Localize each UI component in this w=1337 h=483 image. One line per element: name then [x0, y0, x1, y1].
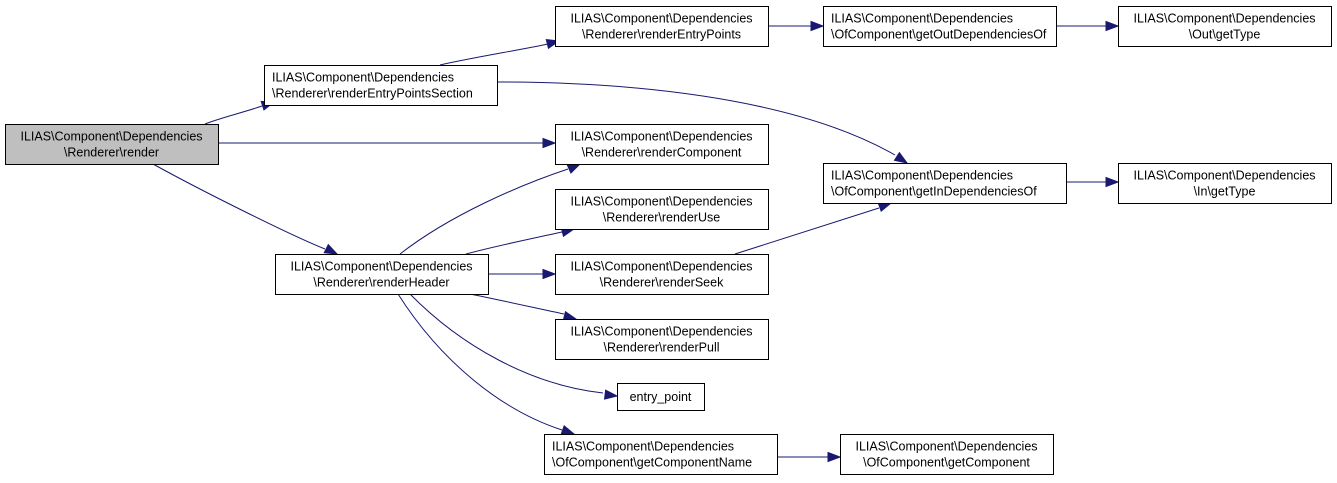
node-box[interactable] [555, 6, 769, 47]
node-label-line: \Renderer\renderComponent [582, 146, 742, 160]
node-label-line: ILIAS\Component\Dependencies [570, 12, 752, 26]
node-getComponent[interactable]: ILIAS\Component\Dependencies \OfComponent… [840, 434, 1054, 475]
node-box[interactable] [1118, 163, 1332, 204]
node-renderPull[interactable]: ILIAS\Component\Dependencies \Renderer\re… [555, 319, 769, 360]
node-renderSeek[interactable]: ILIAS\Component\Dependencies \Renderer\re… [555, 254, 769, 295]
edge-renderHeader-to-renderComponent [399, 163, 582, 255]
edge-line [397, 293, 563, 431]
node-label-line: \In\getType [1194, 185, 1256, 199]
edge-getOutDependenciesOf-to-outGetType [1056, 20, 1120, 32]
node-render[interactable]: ILIAS\Component\Dependencies \Renderer\re… [5, 124, 219, 165]
arrowhead-icon [542, 137, 557, 149]
node-box[interactable] [555, 254, 769, 295]
node-getComponentName[interactable]: ILIAS\Component\Dependencies \OfComponent… [544, 434, 778, 475]
edge-renderHeader-to-renderSeek [488, 268, 557, 280]
node-box[interactable] [5, 124, 219, 165]
node-label-line: \Renderer\renderEntryPoints [582, 28, 741, 42]
arrowhead-icon [893, 151, 909, 164]
nodes-layer: ILIAS\Component\Dependencies \Renderer\re… [5, 6, 1332, 475]
node-renderHeader[interactable]: ILIAS\Component\Dependencies \Renderer\re… [275, 254, 489, 295]
node-label-line: \OfComponent\getInDependenciesOf [831, 185, 1037, 199]
edge-line [152, 163, 326, 250]
edge-renderEntryPoints-to-getOutDependenciesOf [768, 20, 825, 32]
node-outGetType[interactable]: ILIAS\Component\Dependencies \Out\getType [1118, 6, 1332, 47]
edge-line [734, 207, 880, 255]
edge-renderHeader-to-renderUse [465, 226, 576, 255]
node-getOutDependenciesOf[interactable]: ILIAS\Component\Dependencies \OfComponent… [823, 6, 1057, 47]
node-box[interactable] [555, 124, 769, 165]
node-inGetType[interactable]: ILIAS\Component\Dependencies \In\getType [1118, 163, 1332, 204]
edge-line [399, 168, 569, 255]
node-renderUse[interactable]: ILIAS\Component\Dependencies \Renderer\re… [555, 189, 769, 230]
node-label-line: ILIAS\Component\Dependencies [855, 440, 1037, 454]
node-renderComponent[interactable]: ILIAS\Component\Dependencies \Renderer\re… [555, 124, 769, 165]
edge-render-to-renderComponent [218, 137, 557, 149]
edge-render-to-renderHeader [152, 163, 339, 255]
edge-renderHeader-to-getComponentName [397, 293, 576, 435]
node-label-line: \OfComponent\getComponent [863, 456, 1030, 470]
node-box[interactable] [617, 383, 705, 411]
node-label-line: ILIAS\Component\Dependencies [570, 195, 752, 209]
node-label-line: \OfComponent\getOutDependenciesOf [831, 28, 1047, 42]
edge-render-to-renderEntryPointsSection [204, 100, 276, 125]
node-box[interactable] [555, 319, 769, 360]
edge-line [409, 293, 604, 394]
edge-getComponentName-to-getComponent [777, 451, 842, 463]
node-label-line: ILIAS\Component\Dependencies [20, 130, 202, 144]
node-entry_point[interactable]: entry_point [617, 383, 705, 411]
arrowhead-icon [810, 20, 825, 32]
node-label-line: ILIAS\Component\Dependencies [290, 260, 472, 274]
node-box[interactable] [823, 163, 1067, 204]
arrowhead-icon [566, 163, 582, 174]
edge-renderHeader-to-entry_point [409, 293, 619, 400]
node-label-line: \Renderer\render [64, 146, 159, 160]
arrowhead-icon [323, 243, 339, 255]
edge-line [469, 293, 565, 315]
node-box[interactable] [555, 189, 769, 230]
node-label-line: ILIAS\Component\Dependencies [1133, 12, 1315, 26]
node-label-line: ILIAS\Component\Dependencies [1133, 169, 1315, 183]
node-label-line: ILIAS\Component\Dependencies [552, 440, 734, 454]
edge-line [465, 231, 563, 255]
arrowhead-icon [827, 451, 842, 463]
edge-renderEntryPointsSection-to-getInDependenciesOf [496, 81, 909, 164]
arrowhead-icon [542, 268, 557, 280]
edge-line [204, 105, 263, 125]
edge-line [439, 43, 549, 66]
node-label-line: \Renderer\renderSeek [600, 276, 724, 290]
node-renderEntryPoints[interactable]: ILIAS\Component\Dependencies \Renderer\re… [555, 6, 769, 47]
node-label-line: ILIAS\Component\Dependencies [570, 325, 752, 339]
node-label-line: ILIAS\Component\Dependencies [272, 71, 454, 85]
edges-layer [152, 20, 1120, 463]
node-label-line: \Renderer\renderPull [603, 341, 719, 355]
node-box[interactable] [1118, 6, 1332, 47]
node-box[interactable] [544, 434, 778, 475]
node-label-line: ILIAS\Component\Dependencies [831, 12, 1013, 26]
node-label-line: \OfComponent\getComponentName [552, 456, 752, 470]
node-renderEntryPointsSection[interactable]: ILIAS\Component\Dependencies \Renderer\re… [264, 65, 498, 106]
node-label-line: \Out\getType [1189, 28, 1261, 42]
node-box[interactable] [275, 254, 489, 295]
arrowhead-icon [1105, 176, 1120, 188]
node-box[interactable] [823, 6, 1057, 47]
node-label-line: \Renderer\renderEntryPointsSection [272, 87, 473, 101]
edge-line [496, 81, 896, 156]
edge-renderEntryPointsSection-to-renderEntryPoints [439, 38, 561, 66]
node-box[interactable] [840, 434, 1054, 475]
node-label-line: \Renderer\renderUse [603, 211, 720, 225]
node-label-line: ILIAS\Component\Dependencies [831, 169, 1013, 183]
node-label-line: ILIAS\Component\Dependencies [570, 260, 752, 274]
arrowhead-icon [603, 389, 619, 400]
node-label-line: \Renderer\renderHeader [313, 276, 449, 290]
node-label-line: ILIAS\Component\Dependencies [570, 130, 752, 144]
node-label-line: entry_point [630, 390, 692, 404]
edge-getInDependenciesOf-to-inGetType [1066, 176, 1120, 188]
edge-renderHeader-to-renderPull [469, 293, 578, 322]
arrowhead-icon [1105, 20, 1120, 32]
node-getInDependenciesOf[interactable]: ILIAS\Component\Dependencies \OfComponent… [823, 163, 1067, 204]
node-box[interactable] [264, 65, 498, 106]
arrowhead-icon [560, 424, 576, 435]
